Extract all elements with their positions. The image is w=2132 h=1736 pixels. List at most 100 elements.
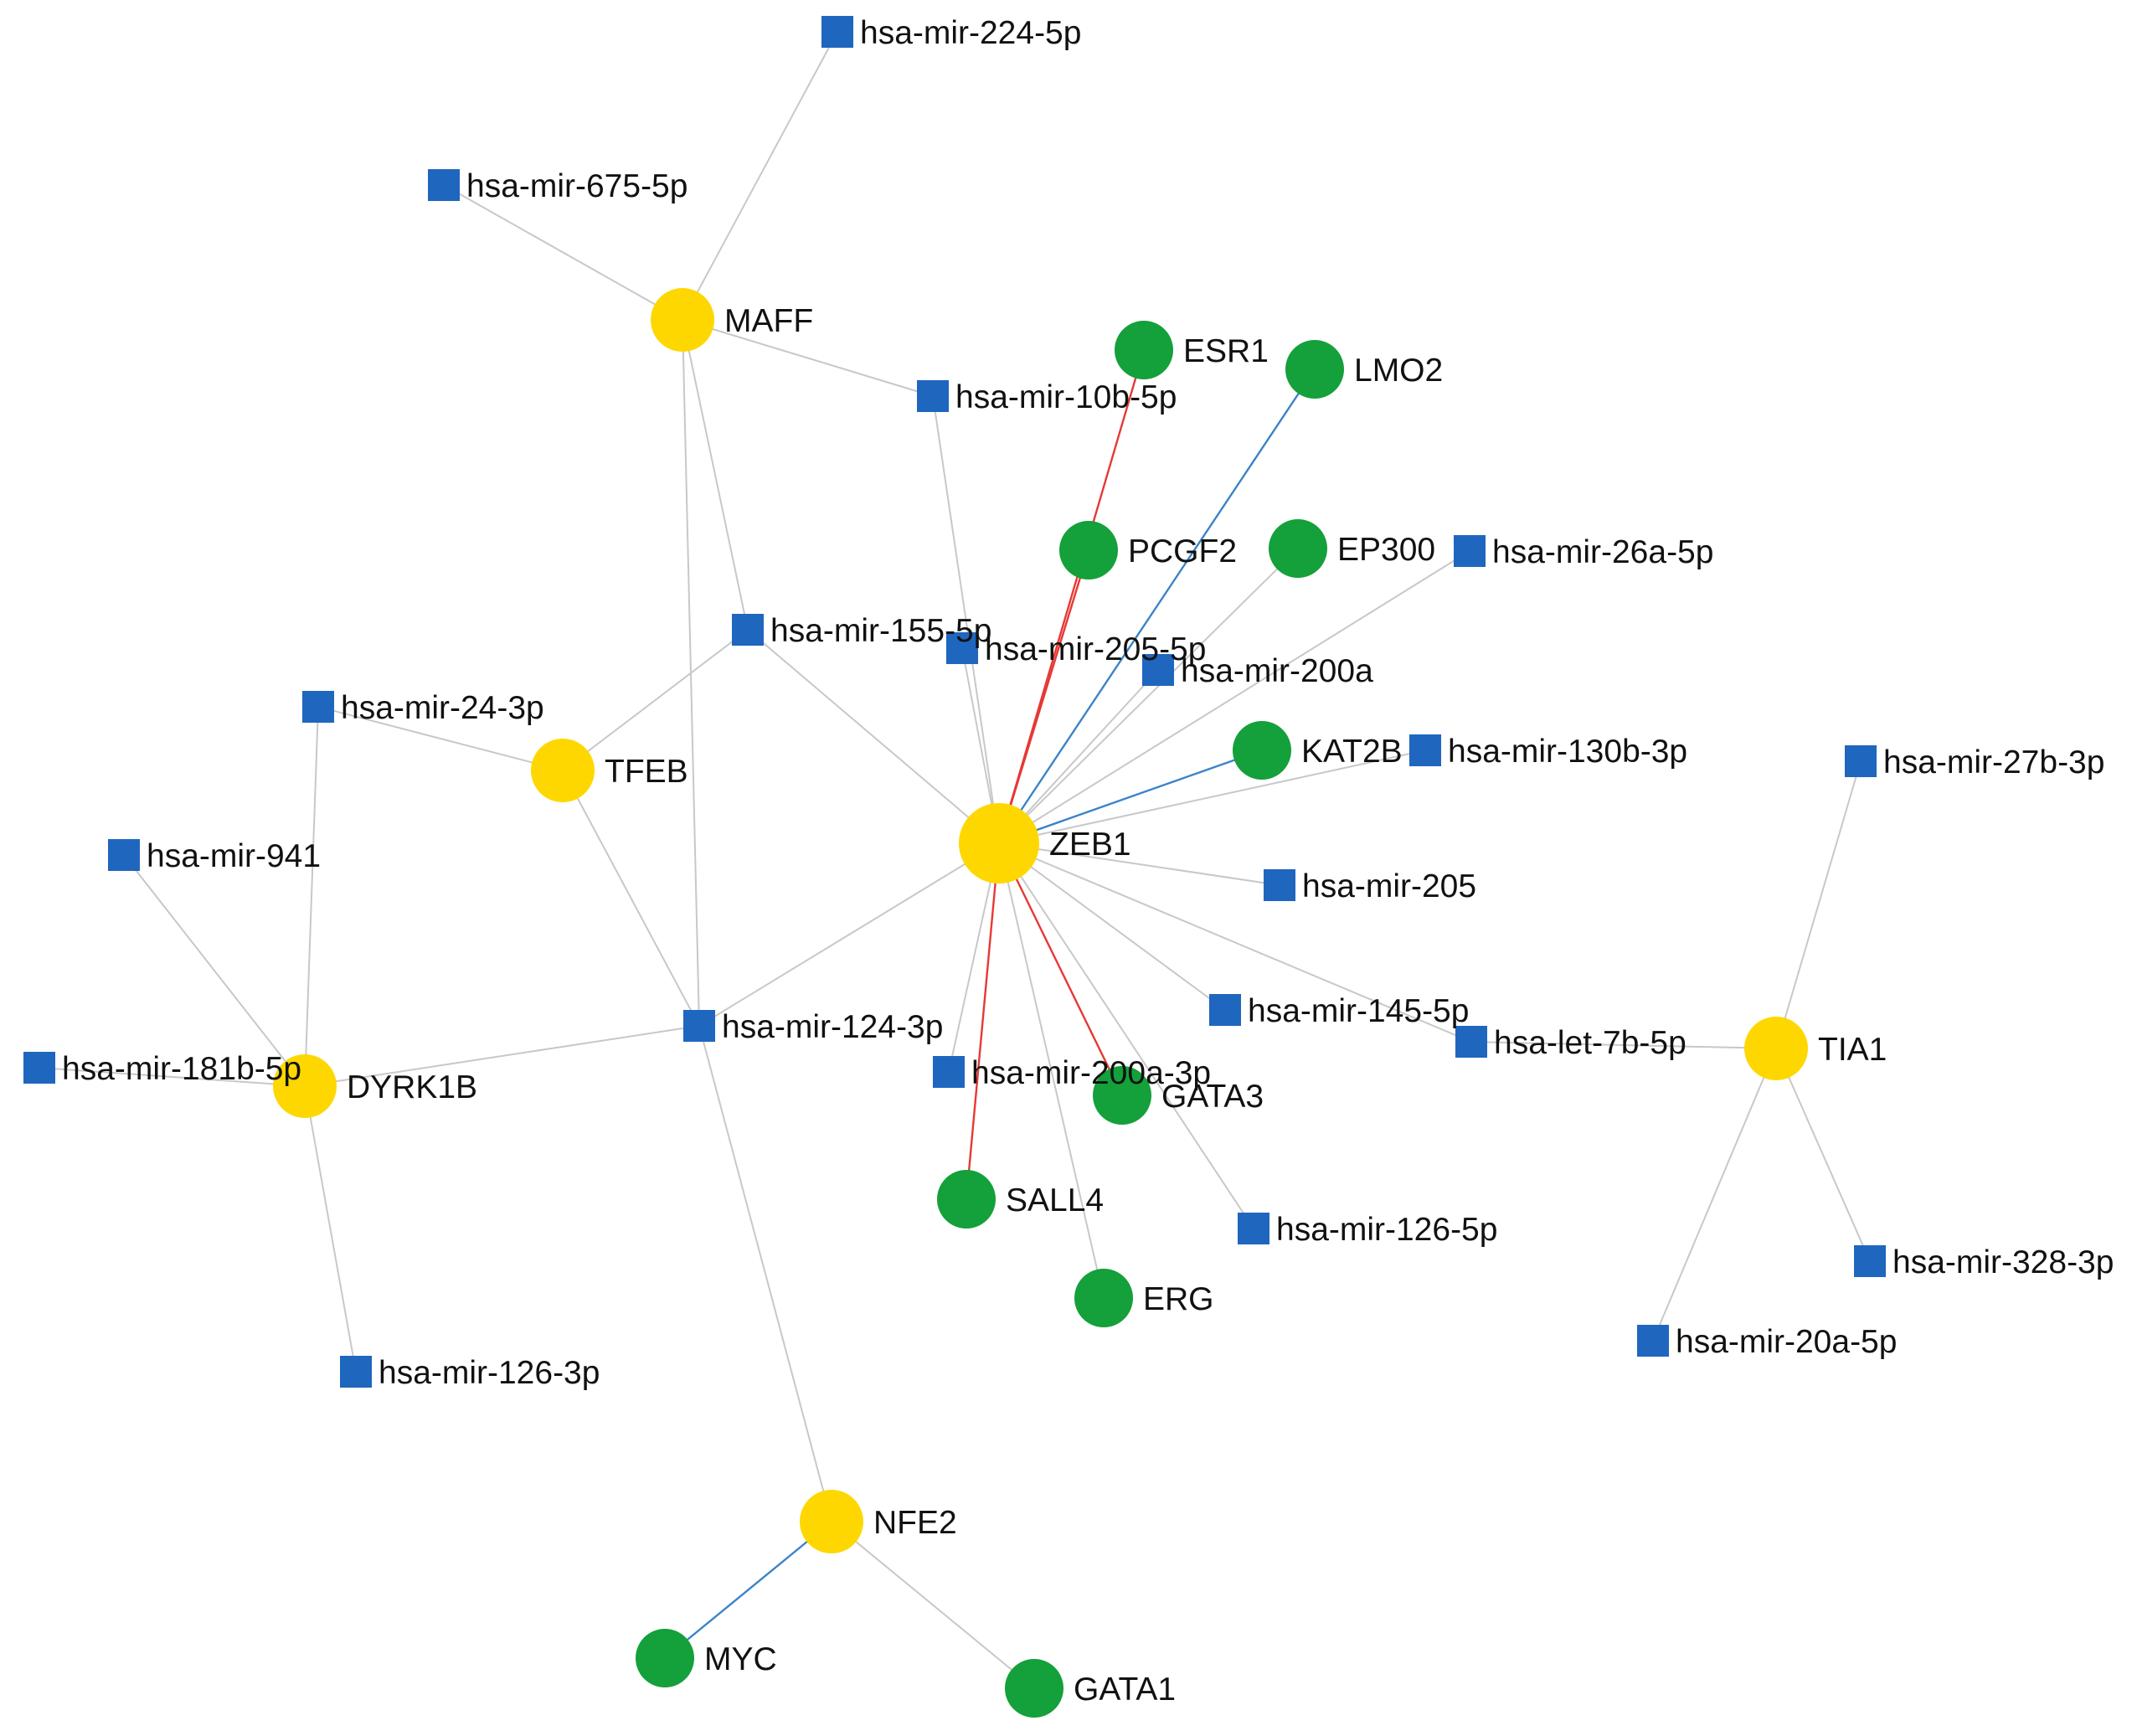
edge-let7b-TIA1 xyxy=(1470,1041,1777,1049)
gene-node-LMO2[interactable] xyxy=(1285,340,1344,399)
edge-mir155-TFEB xyxy=(562,629,749,771)
node-label-ESR1: ESR1 xyxy=(1183,333,1269,369)
node-label-mir941: hsa-mir-941 xyxy=(147,838,321,874)
mirna-node-mir941[interactable] xyxy=(108,839,140,871)
mirna-node-mir20a[interactable] xyxy=(1637,1325,1669,1357)
mirna-node-mir27b[interactable] xyxy=(1845,745,1877,777)
tf-node-NFE2[interactable] xyxy=(800,1490,863,1553)
node-label-MAFF: MAFF xyxy=(724,303,813,339)
mirna-node-mir130b[interactable] xyxy=(1409,734,1441,766)
gene-node-ESR1[interactable] xyxy=(1115,321,1173,379)
node-label-mir26a: hsa-mir-26a-5p xyxy=(1492,534,1713,570)
mirna-node-let7b[interactable] xyxy=(1455,1026,1487,1058)
edge-KAT2B-ZEB1 xyxy=(998,749,1263,845)
node-label-TIA1: TIA1 xyxy=(1818,1032,1887,1068)
gene-node-EP300[interactable] xyxy=(1269,519,1327,578)
edge-mir328-TIA1 xyxy=(1775,1048,1871,1262)
node-label-mir124: hsa-mir-124-3p xyxy=(722,1009,943,1045)
mirna-node-mir26a[interactable] xyxy=(1454,535,1486,567)
mirna-node-mir328[interactable] xyxy=(1854,1245,1886,1277)
edge-MAFF-mir155 xyxy=(682,319,749,631)
node-label-ERG: ERG xyxy=(1143,1281,1214,1317)
node-label-mir675: hsa-mir-675-5p xyxy=(466,168,687,204)
mirna-node-mir124[interactable] xyxy=(683,1010,715,1042)
gene-node-KAT2B[interactable] xyxy=(1233,721,1291,780)
node-label-ZEB1: ZEB1 xyxy=(1049,827,1131,863)
gene-node-MYC[interactable] xyxy=(636,1629,694,1687)
mirna-node-mir181b[interactable] xyxy=(23,1052,55,1084)
edge-EP300-ZEB1 xyxy=(998,548,1299,844)
node-label-mir145: hsa-mir-145-5p xyxy=(1248,993,1469,1029)
edge-mir27b-TIA1 xyxy=(1775,760,1862,1049)
mirna-node-mir205_5p[interactable] xyxy=(946,632,978,664)
gene-node-GATA3[interactable] xyxy=(1093,1066,1151,1125)
node-label-mir126_5p: hsa-mir-126-5p xyxy=(1276,1212,1497,1248)
mirna-node-mir675[interactable] xyxy=(428,169,460,201)
node-label-mir10b: hsa-mir-10b-5p xyxy=(955,379,1177,415)
edge-DYRK1B-mir124 xyxy=(304,1025,700,1087)
node-label-NFE2: NFE2 xyxy=(873,1505,957,1541)
edge-LMO2-ZEB1 xyxy=(998,368,1316,844)
edge-mir24-TFEB xyxy=(317,706,564,771)
mirna-node-mir126_5p[interactable] xyxy=(1238,1213,1269,1244)
node-label-LMO2: LMO2 xyxy=(1354,353,1443,389)
node-label-mir126_3p: hsa-mir-126-3p xyxy=(379,1355,600,1391)
mirna-node-mir205[interactable] xyxy=(1264,869,1295,901)
edge-NFE2-MYC xyxy=(664,1521,832,1659)
tf-node-TFEB[interactable] xyxy=(531,739,595,802)
edge-let7b-ZEB1 xyxy=(998,842,1472,1043)
tf-node-TIA1[interactable] xyxy=(1744,1017,1808,1080)
edge-mir10b-ZEB1 xyxy=(932,395,1000,844)
node-label-mir205_5p: hsa-mir-205-5p xyxy=(985,631,1206,667)
gene-node-ERG[interactable] xyxy=(1074,1269,1133,1327)
node-label-mir20a: hsa-mir-20a-5p xyxy=(1676,1324,1897,1360)
node-label-MYC: MYC xyxy=(704,1641,777,1677)
node-label-mir200a: hsa-mir-200a xyxy=(1181,653,1373,689)
edge-ERG-ZEB1 xyxy=(998,842,1105,1299)
tf-node-DYRK1B[interactable] xyxy=(273,1054,337,1118)
mirna-node-mir155[interactable] xyxy=(732,614,764,646)
node-layer xyxy=(23,16,1886,1718)
mirna-node-mir126_3p[interactable] xyxy=(340,1356,372,1388)
edge-mir124-ZEB1 xyxy=(698,842,1000,1027)
tf-node-ZEB1[interactable] xyxy=(959,803,1039,883)
node-label-mir155: hsa-mir-155-5p xyxy=(770,613,991,649)
node-label-SALL4: SALL4 xyxy=(1006,1182,1104,1218)
mirna-node-mir10b[interactable] xyxy=(917,380,949,412)
edge-TFEB-mir124 xyxy=(562,770,700,1027)
gene-node-SALL4[interactable] xyxy=(937,1170,996,1229)
mirna-node-mir145[interactable] xyxy=(1209,994,1241,1026)
node-label-KAT2B: KAT2B xyxy=(1301,734,1403,770)
mirna-node-mir224[interactable] xyxy=(821,16,853,48)
edge-SALL4-ZEB1 xyxy=(965,842,1001,1200)
edge-mir24-DYRK1B xyxy=(304,706,319,1087)
edge-PCGF2-ZEB1 xyxy=(997,549,1090,844)
node-label-mir181b: hsa-mir-181b-5p xyxy=(62,1051,301,1087)
tf-node-MAFF[interactable] xyxy=(651,288,714,352)
mirna-node-mir200a[interactable] xyxy=(1142,654,1174,686)
node-label-TFEB: TFEB xyxy=(605,754,688,790)
node-label-mir224: hsa-mir-224-5p xyxy=(860,15,1081,51)
node-label-mir200a3p: hsa-mir-200a-3p xyxy=(971,1055,1211,1091)
node-label-mir328: hsa-mir-328-3p xyxy=(1893,1244,2114,1280)
node-label-mir27b: hsa-mir-27b-3p xyxy=(1883,744,2104,780)
edge-mir124-NFE2 xyxy=(698,1025,832,1522)
node-label-let7b: hsa-let-7b-5p xyxy=(1494,1025,1687,1061)
edge-mir205-ZEB1 xyxy=(998,842,1280,886)
gene-node-GATA1[interactable] xyxy=(1005,1659,1063,1718)
node-label-GATA1: GATA1 xyxy=(1074,1672,1176,1708)
node-label-EP300: EP300 xyxy=(1337,532,1435,568)
mirna-node-mir200a3p[interactable] xyxy=(933,1056,965,1088)
edge-mir181b-DYRK1B xyxy=(39,1067,306,1087)
gene-node-PCGF2[interactable] xyxy=(1059,521,1118,580)
edge-mir155-ZEB1 xyxy=(747,629,1000,844)
edge-mir26a-ZEB1 xyxy=(998,550,1470,844)
node-label-mir130b: hsa-mir-130b-3p xyxy=(1448,734,1687,770)
edge-NFE2-GATA1 xyxy=(831,1521,1035,1689)
edge-mir130b-ZEB1 xyxy=(998,750,1426,844)
edge-DYRK1B-mir126_3p xyxy=(304,1085,357,1373)
mirna-node-mir24[interactable] xyxy=(302,691,334,723)
node-label-mir24: hsa-mir-24-3p xyxy=(341,690,544,726)
